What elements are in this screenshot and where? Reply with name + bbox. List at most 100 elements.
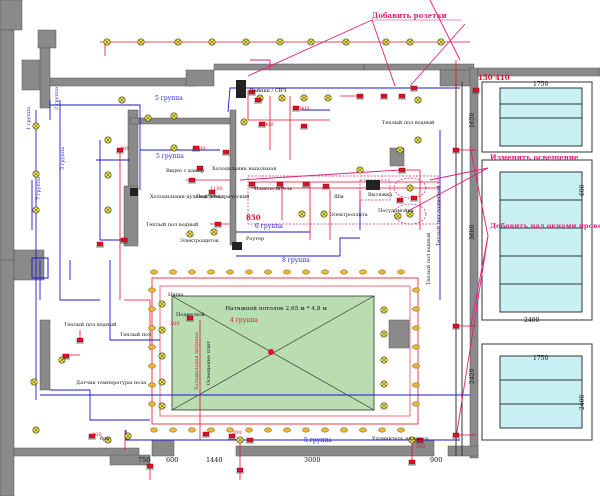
lamp-icon (307, 38, 315, 46)
strip-light-icon (207, 427, 215, 433)
socket-icon (410, 85, 418, 92)
lamp-icon (103, 38, 111, 46)
strip-light-icon (148, 344, 156, 350)
strip-light-icon (148, 325, 156, 331)
socket-icon (292, 105, 300, 112)
strip-light-icon (302, 269, 310, 275)
strip-light-icon (397, 427, 405, 433)
label-electro-stove: Электроплита (330, 212, 368, 218)
lamp-icon (298, 210, 306, 218)
lamp-icon (414, 96, 422, 104)
label-niche: Ниша (168, 292, 183, 298)
socket-icon (96, 241, 104, 248)
group-5-mid: 5 группа (156, 153, 184, 160)
lamp-icon (380, 402, 388, 410)
group-5-bottom: 5 группа (304, 437, 332, 444)
strip-light-icon (283, 427, 291, 433)
label-heated-floor-top: Теплый пол водный (382, 120, 435, 126)
annotation-lines (239, 0, 489, 439)
annotation-add-curtain-wire: Добавить над окнами провод для рулонных … (490, 222, 600, 230)
socket-icon (472, 87, 480, 94)
socket-icon (88, 433, 96, 440)
strip-light-icon (264, 427, 272, 433)
strip-light-icon (148, 382, 156, 388)
label-cabinet: Холодильник-духовой электрический (150, 194, 250, 200)
socket-icon (76, 337, 84, 344)
lamp-icon (240, 118, 248, 126)
dim-3600: 3600 (469, 225, 476, 240)
lamp-icon (408, 436, 416, 444)
lamp-icon (170, 112, 178, 120)
socket-icon (398, 167, 406, 174)
strip-light-icon (148, 401, 156, 407)
strip-light-icon (397, 269, 405, 275)
strip-light-icon (412, 287, 420, 293)
lamp-icon (406, 38, 414, 46)
socket-icon (214, 221, 222, 228)
socket-icon (276, 181, 284, 188)
socket-icon (62, 353, 70, 360)
label-router: Роутер (246, 236, 264, 242)
lamp-icon (236, 436, 244, 444)
strip-light-icon (378, 427, 386, 433)
dim-3000: 3000 (304, 456, 321, 464)
lamp-icon (380, 306, 388, 314)
socket-icon (196, 165, 204, 172)
socket-icon (248, 89, 256, 96)
socket-icon (300, 123, 308, 130)
label-thermostat: Датчик температуры пола (76, 380, 146, 386)
lamp-icon (32, 426, 40, 434)
lamp-icon (32, 122, 40, 130)
dim-900: 900 (430, 456, 442, 464)
socket-icon (258, 121, 266, 128)
labels: Добавить розетки Изменить освещение Доба… (26, 11, 600, 464)
lamp-icon (32, 170, 40, 178)
dim-750: 750 (138, 456, 150, 464)
lamp-icon (414, 136, 422, 144)
label-fridge: Холодильник напольная (212, 166, 276, 172)
group-7-left: 7 группа (36, 177, 42, 200)
socket-icon (228, 433, 236, 440)
window-block (455, 81, 593, 456)
strip-light-icon (412, 401, 420, 407)
height-200-b: 200 (120, 146, 130, 152)
lamp-icon (396, 146, 404, 154)
socket-icon (188, 177, 196, 184)
lamp-icon (276, 38, 284, 46)
strip-light-icon (340, 269, 348, 275)
label-heated-floor-left: Теплый пол водный (64, 322, 117, 328)
label-garbage: Измельчитель (254, 186, 292, 192)
strip-light-icon (412, 382, 420, 388)
strip-light-icon (188, 269, 196, 275)
lamp-icon (104, 136, 112, 144)
lamp-icon (104, 436, 112, 444)
label-wall-lamp: бра (100, 435, 109, 442)
lamp-icon (158, 352, 166, 360)
group-5-top: 5 группа (155, 95, 183, 102)
height-200-e: 200 (92, 432, 102, 438)
dim-2400-side: 2400 (579, 395, 586, 410)
lamp-icon (174, 38, 182, 46)
red-wiring (62, 41, 476, 480)
group-6: 6 группа (255, 223, 283, 230)
strip-light-icon (245, 427, 253, 433)
socket-icon (380, 93, 388, 100)
lamp-icon (158, 378, 166, 386)
group-1-left: 1 группа (26, 107, 32, 130)
strip-light-icon (412, 306, 420, 312)
label-hood: Вытяжка (368, 192, 392, 198)
strip-light-icon (412, 325, 420, 331)
strip-light-icon (302, 427, 310, 433)
height-200-c: 200 (232, 430, 242, 436)
lamp-icon (342, 38, 350, 46)
strip-light-icon (245, 269, 253, 275)
socket-icon (356, 93, 364, 100)
strip-light-icon (412, 344, 420, 350)
lamp-icon (58, 356, 66, 364)
lamp-icon (170, 144, 178, 152)
dim-150-410: 150 410 (478, 73, 510, 82)
lamp-icon (406, 210, 414, 218)
strip-light-icon (359, 427, 367, 433)
socket-icon (120, 237, 128, 244)
strip-light-icon (340, 427, 348, 433)
